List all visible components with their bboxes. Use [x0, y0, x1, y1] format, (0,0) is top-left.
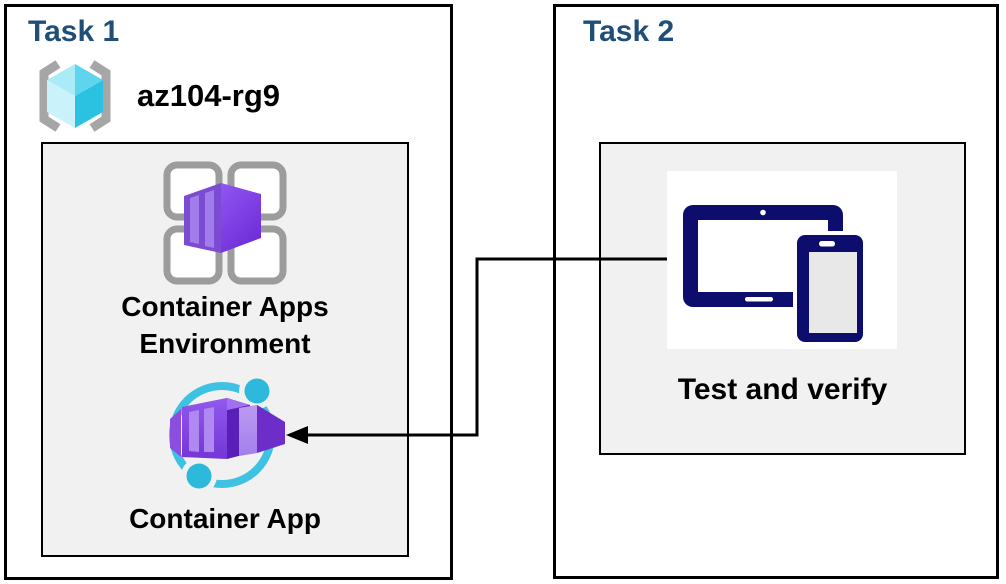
task1-title: Task 1	[28, 15, 120, 48]
container-apps-environment-icon	[162, 160, 288, 291]
task2-title: Task 2	[583, 15, 675, 48]
container-apps-environment-label: Container Apps Environment	[121, 291, 329, 359]
container-app-label: Container App	[129, 503, 321, 534]
tablet-and-phone-icon	[667, 171, 897, 349]
test-and-verify-label: Test and verify	[677, 373, 888, 406]
test-and-verify-box: Test and verify	[599, 142, 966, 455]
resource-group-name: az104-rg9	[137, 78, 281, 113]
task1-box: Task 1 az104-rg9	[4, 4, 453, 580]
azure-resource-group-icon	[39, 60, 111, 132]
task2-box: Task 2 Test and verify	[553, 4, 999, 579]
container-apps-environment-box: Container Apps Environment	[41, 142, 409, 557]
container-app-icon	[164, 373, 286, 500]
resource-group-row: az104-rg9	[27, 57, 280, 135]
